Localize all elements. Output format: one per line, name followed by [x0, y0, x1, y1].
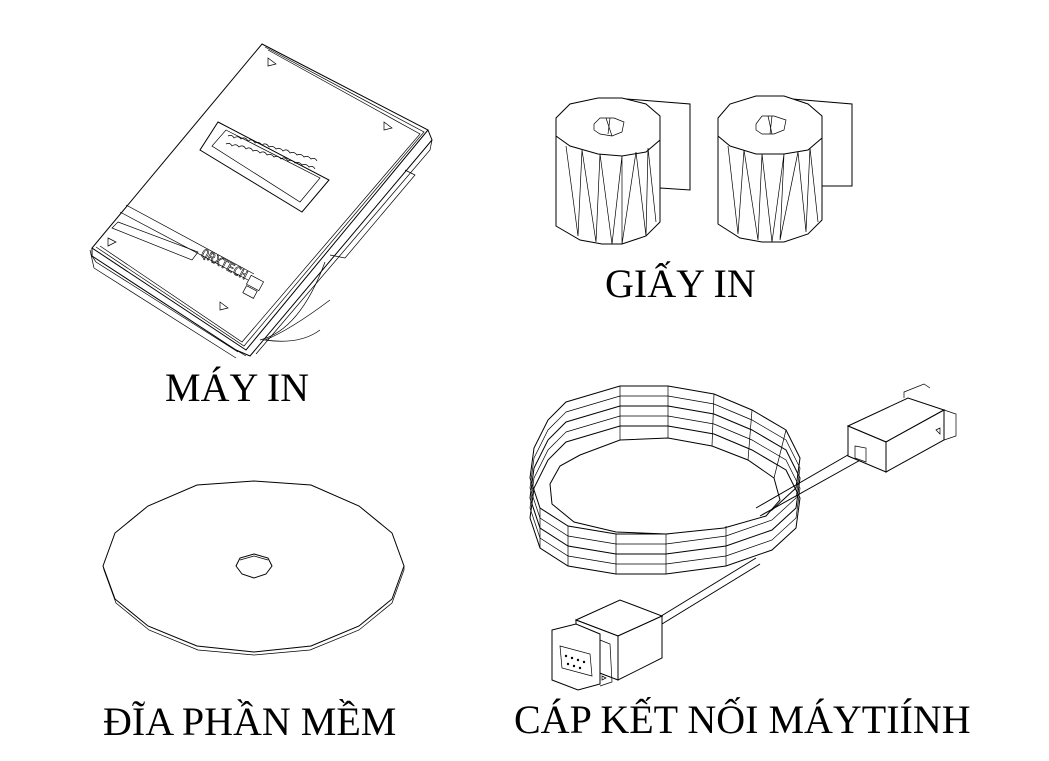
cable-label: CÁP KẾT NỐI MÁYTIÍNH — [514, 697, 971, 742]
disc-label: ĐĨA PHẦN MỀM — [103, 699, 397, 744]
paper-label: GIẤY IN — [605, 261, 756, 306]
printer-label: MÁY IN — [165, 365, 310, 410]
